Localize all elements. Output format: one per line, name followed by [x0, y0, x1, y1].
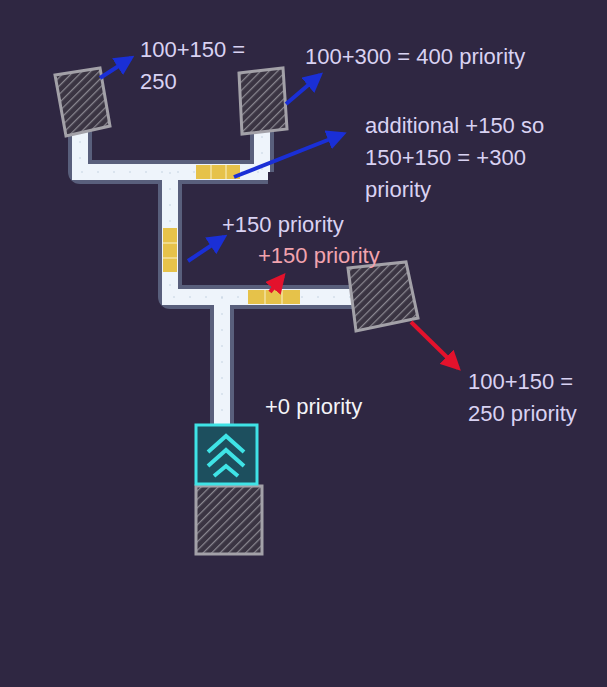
- crate: [348, 262, 418, 331]
- crate: [196, 486, 262, 554]
- red-arrow: [411, 322, 458, 368]
- pipe-priority-note: +0 priority: [265, 391, 362, 423]
- blue-arrow: [286, 75, 320, 104]
- blue-arrow: [188, 237, 224, 261]
- pipe-network: [80, 120, 352, 425]
- red-arrows: [270, 276, 458, 368]
- pipe-glow-path: [80, 120, 352, 425]
- blue-arrow: [100, 58, 131, 78]
- priority-segment: [196, 165, 240, 179]
- pipe-segment-lines: [80, 120, 352, 425]
- pipe-path: [80, 120, 352, 425]
- crate-priority-note: 100+300 = 400 priority: [305, 41, 525, 73]
- crate: [239, 68, 287, 134]
- pipe-segments: [80, 120, 352, 425]
- crate-priority-note: 100+150 = 250: [140, 34, 265, 98]
- blue-arrows: [100, 58, 343, 261]
- crate-priority-note: 100+150 = 250 priority: [468, 366, 600, 430]
- pump-box: [196, 425, 257, 484]
- priority-segment: [248, 290, 300, 304]
- pipe-priority-note: additional +150 so 150+150 = +300 priori…: [365, 110, 551, 206]
- priority-segment: [163, 228, 177, 272]
- pipe-priority-note: +150 priority: [258, 240, 380, 272]
- pipe-priority-note: +150 priority: [222, 209, 344, 241]
- crates: [55, 68, 418, 554]
- pump-chevrons: [208, 436, 244, 476]
- pipe-glow: [80, 120, 352, 425]
- red-arrow: [270, 276, 283, 292]
- blue-arrow: [234, 134, 343, 177]
- pump-block: [196, 425, 257, 484]
